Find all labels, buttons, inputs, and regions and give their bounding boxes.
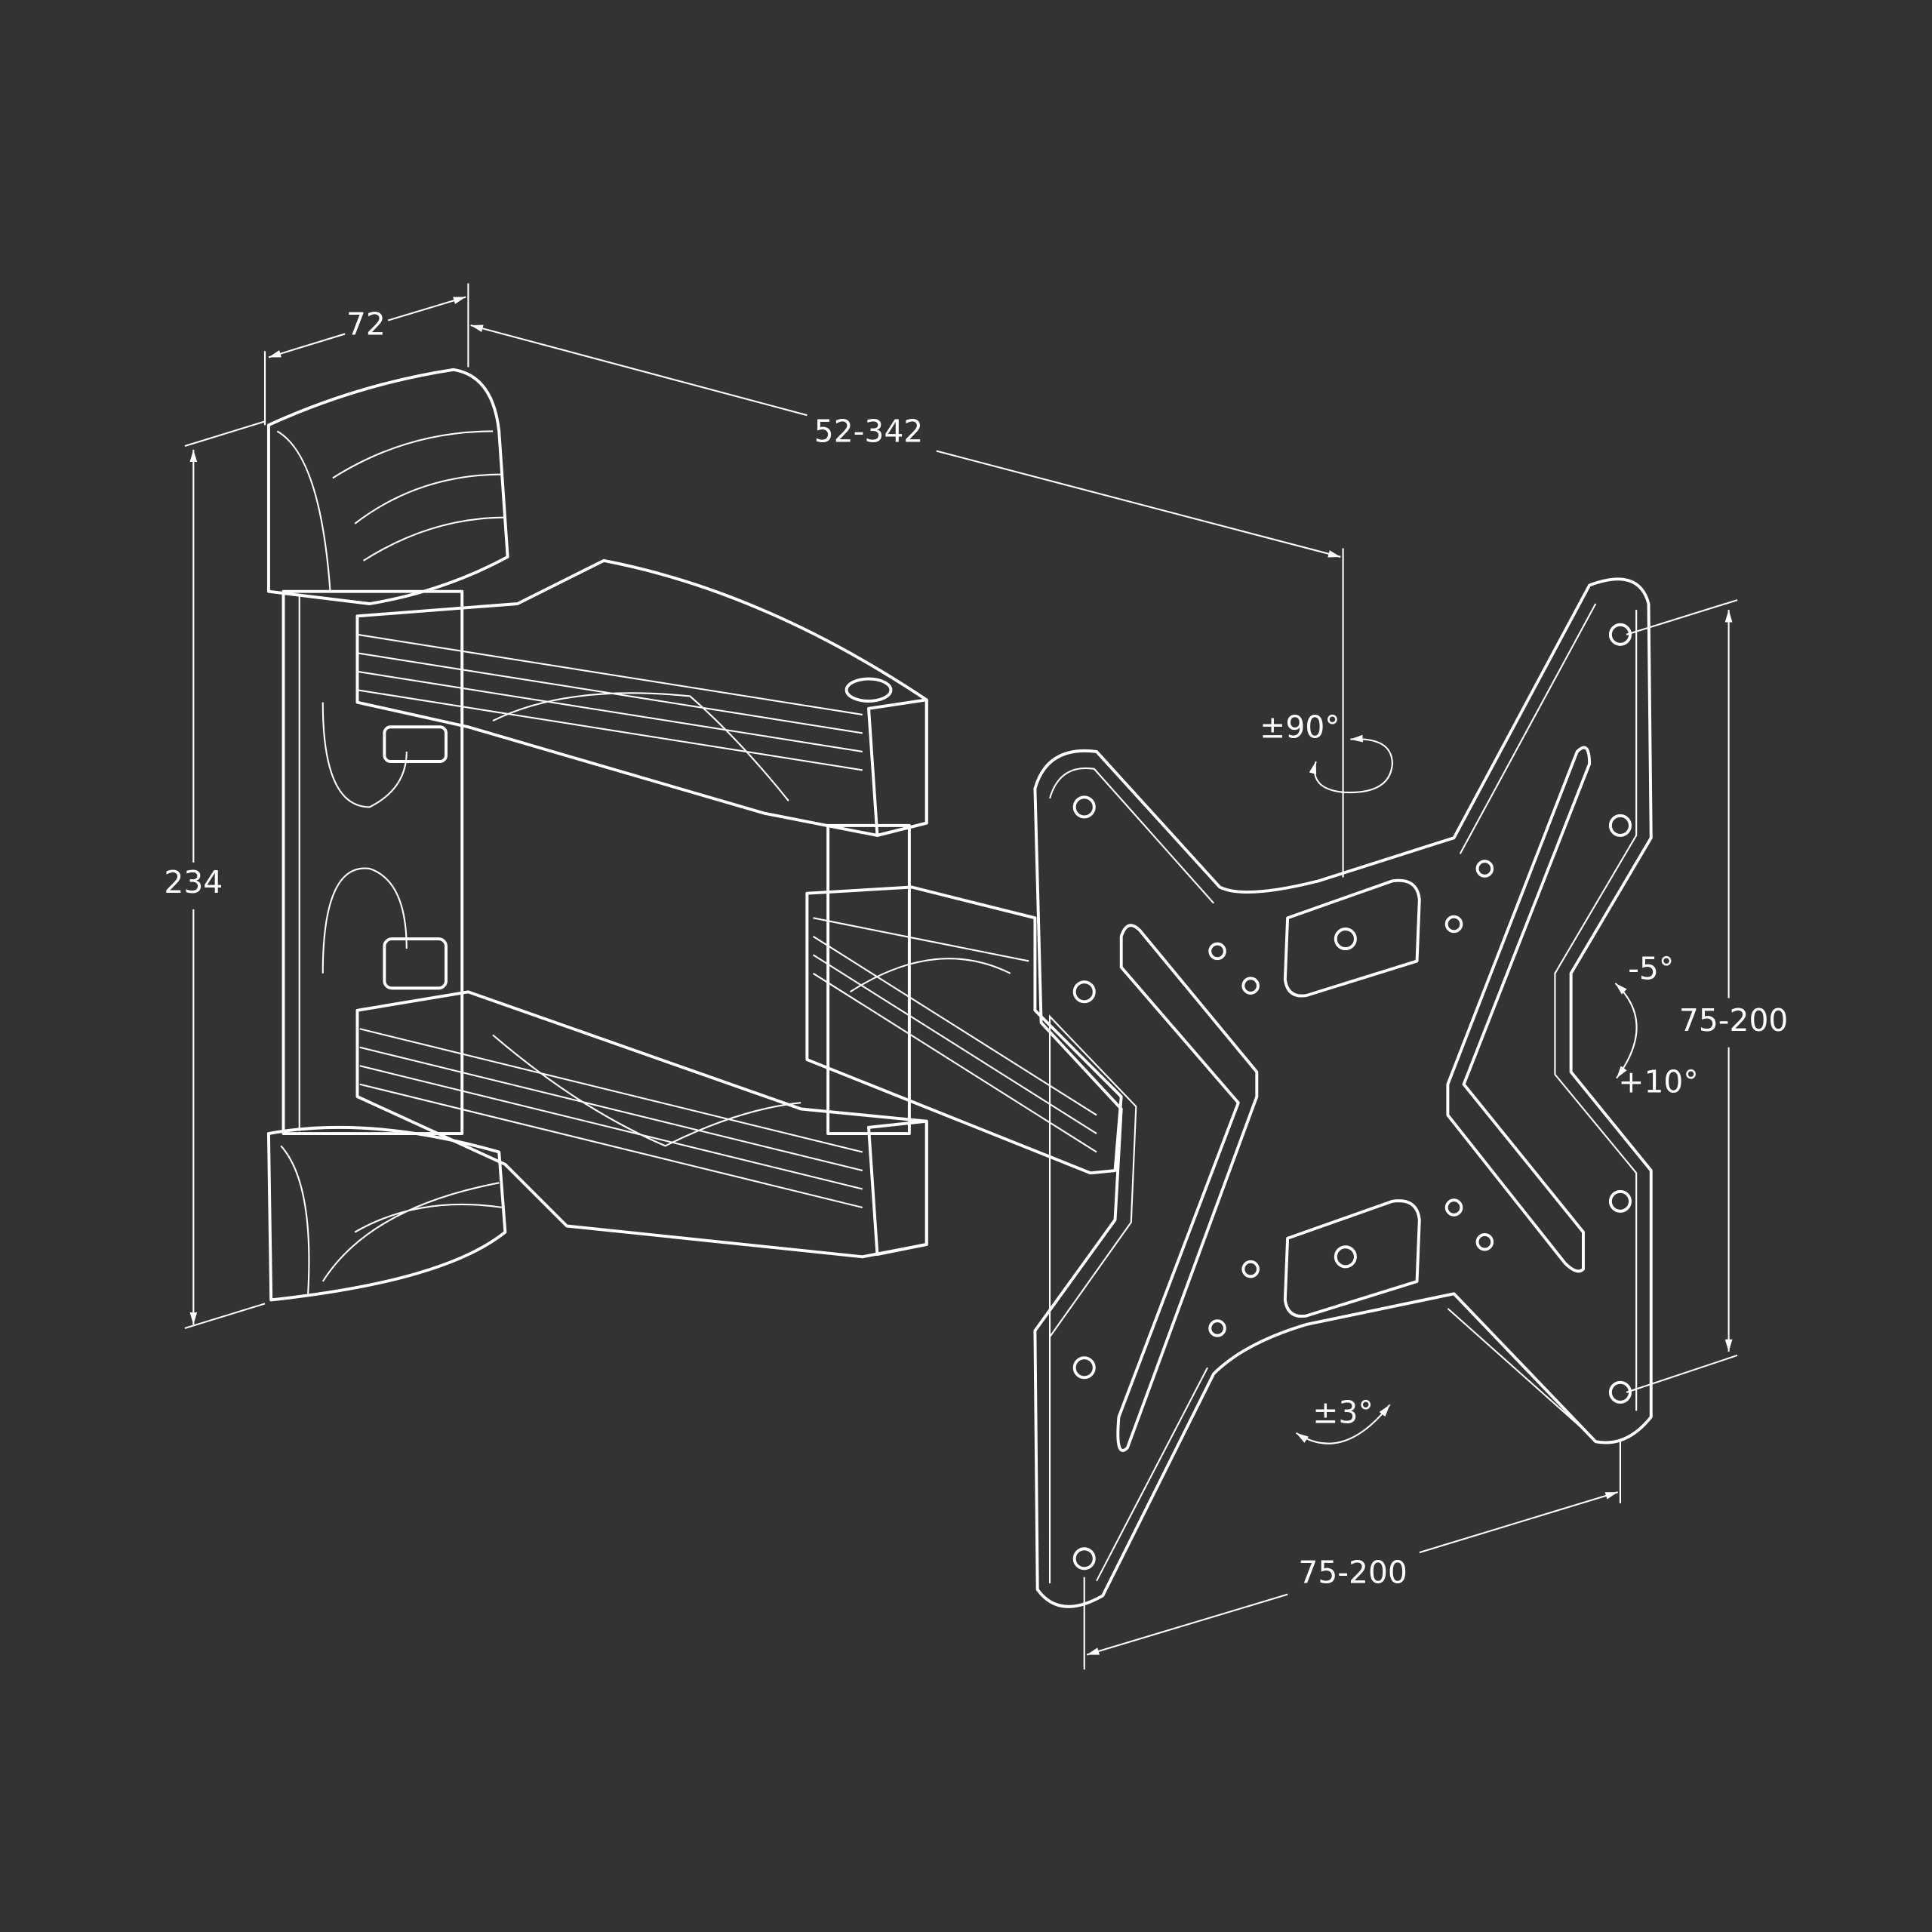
angle-tilt-up: -5° — [1628, 951, 1674, 987]
lower-arm — [355, 990, 928, 1259]
upper-arm — [355, 558, 928, 837]
left-slot — [1116, 924, 1259, 1452]
dimension-vesa-vertical: 75-200 — [1679, 1002, 1789, 1038]
wall-plate — [266, 368, 509, 1302]
angle-swivel: ±90° — [1260, 709, 1340, 746]
mounting-holes — [1072, 623, 1632, 1571]
forearm — [805, 885, 1123, 1175]
angle-rotation: ±3° — [1312, 1394, 1374, 1430]
vesa-plate — [1033, 577, 1653, 1608]
top-cap — [266, 368, 509, 605]
dimension-vesa-horizontal: 75-200 — [1298, 1555, 1407, 1591]
dimension-72: 72 — [346, 306, 386, 343]
angle-tilt-down: +10° — [1618, 1064, 1699, 1100]
pivot-column — [826, 823, 911, 1135]
dimension-234: 234 — [164, 864, 223, 900]
right-slot — [1446, 746, 1592, 1273]
dimension-lines — [184, 283, 1738, 1670]
lock-slot-bottom — [1283, 1199, 1421, 1318]
lock-slot-top — [1283, 878, 1421, 998]
dimension-52-342: 52-342 — [814, 414, 924, 450]
bottom-cap — [266, 1125, 507, 1302]
